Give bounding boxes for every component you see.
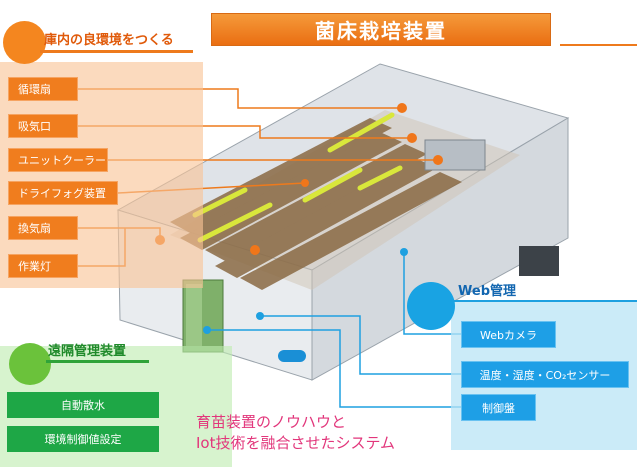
label-air-intake: 吸気口 — [8, 114, 78, 138]
web-heading: Web管理 — [458, 284, 516, 299]
label-auto-watering: 自動散水 — [7, 392, 159, 418]
label-circulation-fan: 循環扇 — [8, 77, 78, 101]
label-unit-cooler: ユニットクーラー — [8, 148, 108, 172]
environment-rule — [40, 50, 193, 53]
label-sensors: 温度・湿度・CO₂センサー — [461, 361, 629, 388]
label-web-camera: Webカメラ — [461, 321, 556, 348]
label-work-light: 作業灯 — [8, 254, 78, 278]
outdoor-unit — [519, 246, 559, 276]
caption-line-1: 育苗装置のノウハウと — [196, 413, 347, 431]
blue-markers — [203, 248, 408, 334]
environment-circle — [3, 21, 46, 64]
remote-circle — [9, 343, 51, 385]
unit-cooler — [424, 139, 486, 171]
caption-line-2: Iot技術を融合させたシステム — [196, 434, 396, 452]
blue-leader-lines — [207, 252, 461, 408]
remote-rule — [46, 360, 149, 363]
label-control-settings: 環境制御値設定 — [7, 426, 159, 452]
web-circle — [407, 282, 455, 330]
remote-heading: 遠隔管理装置 — [48, 344, 127, 359]
label-dry-fog: ドライフォグ装置 — [8, 181, 118, 205]
web-rule — [454, 300, 637, 302]
label-control-panel: 制御盤 — [461, 394, 536, 421]
environment-heading: 庫内の良環境をつくる — [44, 33, 174, 48]
label-ventilation-fan: 換気扇 — [8, 216, 78, 240]
light-bars — [192, 112, 403, 243]
gas-tank — [278, 350, 306, 362]
page-title: 菌床栽培装置 — [211, 13, 551, 46]
